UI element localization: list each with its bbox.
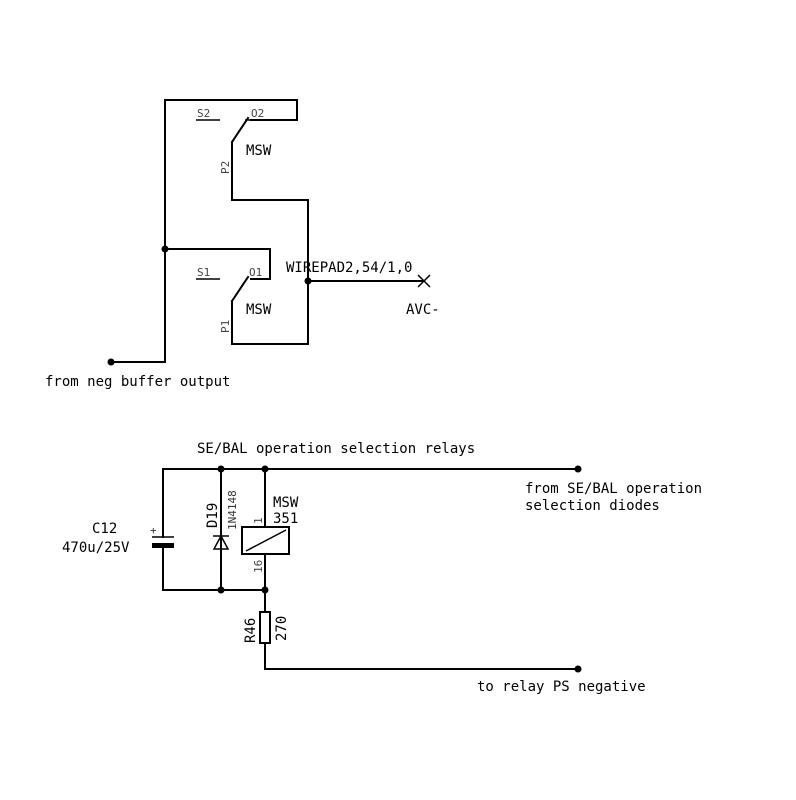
relay-name: MSW <box>273 495 299 511</box>
capacitor-name: C12 <box>92 521 117 537</box>
switch-bottom: S1 O1 P1 MSW <box>196 266 309 345</box>
capacitor-plus: + <box>150 524 157 537</box>
output-label: AVC- <box>406 302 440 318</box>
wire-loop-o1 <box>164 248 271 280</box>
bottom-circuit: SE/BAL operation selection relays + C12 … <box>62 441 702 695</box>
resistor-value: 270 <box>274 616 290 641</box>
switch-top-p-label: P2 <box>219 161 232 174</box>
diode-name: D19 <box>205 503 221 528</box>
switch-top-s-label: S2 <box>197 107 210 120</box>
switch-top-o-label: O2 <box>251 107 264 120</box>
switch-top: S2 O2 P2 MSW <box>196 107 309 282</box>
wire-to-ps-negative <box>264 642 579 670</box>
to-ps-negative-label: to relay PS negative <box>477 679 646 695</box>
wire-loop-o2 <box>164 99 298 121</box>
capacitor-c12: + C12 470u/25V <box>62 521 174 591</box>
node-input <box>107 358 115 366</box>
resistor-name: R46 <box>243 618 259 643</box>
relay-msw: MSW 351 1 16 <box>241 468 299 591</box>
switch-bottom-name: MSW <box>246 302 272 318</box>
switch-bottom-p-label: P1 <box>219 320 232 333</box>
switch-bottom-o-label: O1 <box>249 266 262 279</box>
relay-pin-top: 1 <box>252 517 265 524</box>
wirepad-label: WIREPAD2,54/1,0 <box>286 260 412 276</box>
switch-bottom-blade <box>230 275 250 303</box>
resistor-body <box>259 611 271 644</box>
capacitor-value: 470u/25V <box>62 540 130 556</box>
diode-d19: D19 1N4148 <box>205 468 239 591</box>
wire-p2-to-node <box>231 141 309 282</box>
top-circuit: S2 O2 P2 MSW S1 O1 P1 MSW WIREPAD2,54/1,… <box>45 99 440 390</box>
wire-p1-to-node <box>231 280 309 345</box>
from-diodes-label-line1: from SE/BAL operation <box>525 481 702 497</box>
bottom-title: SE/BAL operation selection relays <box>197 441 475 457</box>
node-to-ps-negative <box>574 665 582 673</box>
node-from-diodes <box>574 465 582 473</box>
switch-bottom-s-label: S1 <box>197 266 210 279</box>
switch-top-blade <box>230 116 250 144</box>
from-diodes-label-line2: selection diodes <box>525 498 660 514</box>
input-label: from neg buffer output <box>45 374 230 390</box>
wirepad-x-icon <box>417 274 431 288</box>
wire-rail-left <box>110 99 166 363</box>
diode-part: 1N4148 <box>226 490 239 530</box>
resistor-r46: R46 270 <box>243 589 579 670</box>
wire-top-rail <box>162 468 579 526</box>
switch-top-name: MSW <box>246 143 272 159</box>
node-bottom-rail-diode <box>217 586 225 594</box>
relay-value: 351 <box>273 511 298 527</box>
relay-pin-bottom: 16 <box>252 560 265 573</box>
